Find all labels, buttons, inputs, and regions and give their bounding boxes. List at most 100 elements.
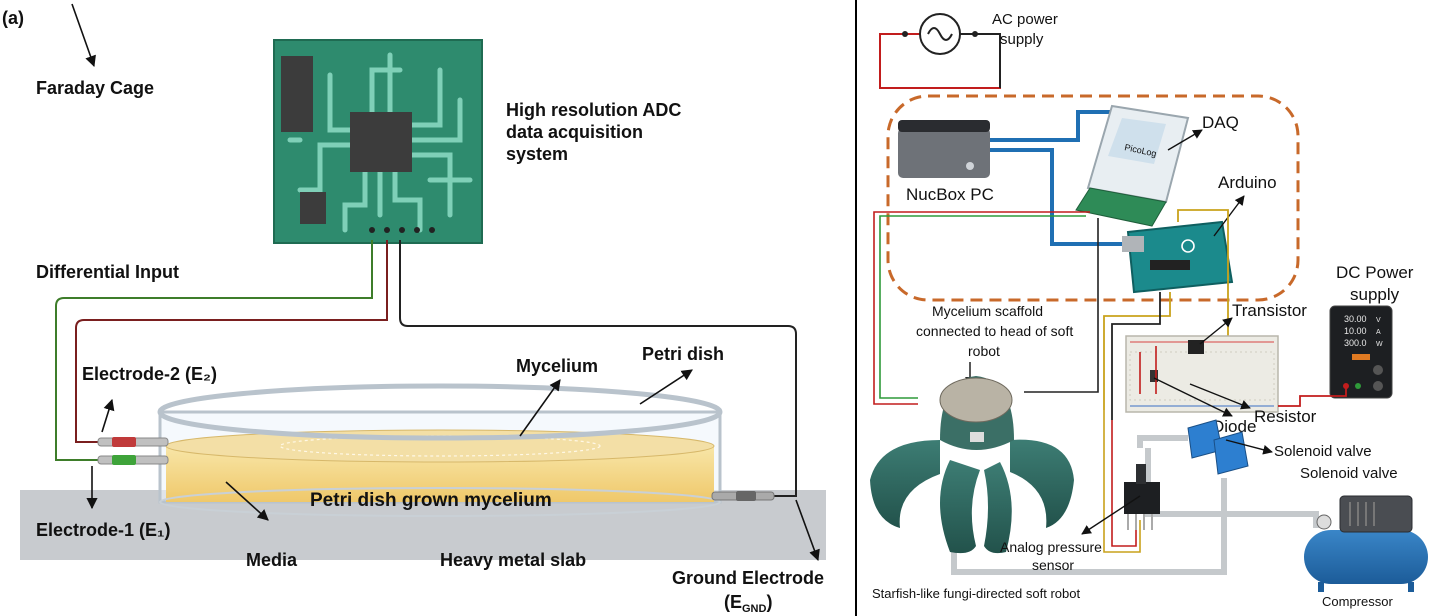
transistor-arrow xyxy=(1199,317,1233,345)
nucbox-logo-icon xyxy=(966,162,974,170)
adc-label-line2: data acquisition xyxy=(506,122,643,142)
diode-part xyxy=(1150,370,1158,382)
psu-terminal-red xyxy=(1343,383,1349,389)
electrode-2 xyxy=(97,437,169,447)
petri-dish-label: Petri dish xyxy=(642,344,724,364)
daq-wire-green xyxy=(879,215,1086,399)
ac-sine-icon xyxy=(927,27,953,41)
mycelium-surface xyxy=(165,429,715,463)
ac-node-left xyxy=(902,31,908,37)
robot-leg-right xyxy=(1010,439,1074,528)
compressor-foot-right xyxy=(1408,582,1414,592)
psu-readout-power: 300.0 xyxy=(1344,338,1367,348)
compressor-label: Compressor xyxy=(1322,594,1393,609)
dish-rim xyxy=(157,383,723,441)
ground-electrode xyxy=(711,491,775,501)
mycelium-arrow xyxy=(519,379,561,437)
daq-wire-red xyxy=(873,211,1090,405)
left-panel: (a) Faraday Cage xyxy=(2,3,826,615)
pressure-label-line2: sensor xyxy=(1032,557,1074,573)
mycelium-label: Mycelium xyxy=(516,356,598,376)
media-arrow xyxy=(225,481,269,521)
media-label: Media xyxy=(246,550,298,570)
dc-power-line1: DC Power xyxy=(1336,263,1414,282)
nucbox-label: NucBox PC xyxy=(906,185,994,204)
pcb-traces xyxy=(287,52,473,233)
electrode2-label: Electrode-2 (E₂) xyxy=(82,364,217,384)
solenoid-valves xyxy=(1187,419,1249,475)
ground-electrode-symbol: (EGND) xyxy=(724,592,772,615)
compressor-tank xyxy=(1304,530,1428,584)
compressor-foot-left xyxy=(1318,582,1324,592)
electrode2-arrow xyxy=(101,398,115,433)
usb-cable-daq xyxy=(990,110,1124,142)
psu-wire xyxy=(1278,388,1347,407)
psu-body xyxy=(1329,305,1393,399)
solenoid-arrow xyxy=(1225,439,1273,455)
daq-label: DAQ xyxy=(1202,113,1239,132)
arduino-body xyxy=(1126,220,1234,294)
arduino-logo-icon xyxy=(1181,239,1195,253)
sensor-port xyxy=(1136,464,1146,484)
nucbox-top xyxy=(898,120,990,132)
sensor-body xyxy=(1124,482,1160,514)
chip-small xyxy=(300,192,326,224)
wire-green xyxy=(55,240,373,461)
robot-mycelium-scaffold xyxy=(939,377,1013,423)
petri-dish xyxy=(157,383,723,517)
scaffold-label-line2: connected to head of soft xyxy=(916,323,1073,339)
daq-arrow xyxy=(1167,129,1203,151)
usb-cable-arduino xyxy=(990,148,1126,246)
sensor-wire-red xyxy=(1111,420,1137,547)
starfish-robot xyxy=(870,376,1074,554)
psu-unit-power: W xyxy=(1376,341,1383,348)
psu-readout-current: 10.00 xyxy=(1344,326,1367,336)
scaffold-label-line3: robot xyxy=(968,343,1000,359)
grown-mycelium-label: Petri dish grown mycelium xyxy=(310,490,552,511)
ac-power-line1: AC power xyxy=(992,11,1058,28)
transistor-label: Transistor xyxy=(1232,301,1307,320)
adc-label-line3: system xyxy=(506,144,568,164)
ac-power-line2: supply xyxy=(1000,31,1044,48)
wire-red xyxy=(75,240,388,443)
air-tube-compressor xyxy=(1145,448,1319,528)
panel-tag: (a) xyxy=(2,8,24,28)
ac-wire-black xyxy=(960,33,1001,88)
daq-terminal-board xyxy=(1075,187,1167,227)
pressure-sensor xyxy=(1124,464,1160,530)
psu-terminal-green xyxy=(1355,383,1361,389)
dc-power-supply: 30.00 V 10.00 A 300.0 W xyxy=(1329,305,1393,399)
diode-label: Diode xyxy=(1212,417,1256,436)
mycelium-hyphae xyxy=(279,435,601,457)
arduino-wire-yellow-2 xyxy=(1103,292,1171,410)
nucbox-body xyxy=(898,128,990,178)
compressor-fins xyxy=(1349,502,1375,526)
solenoid-valve-2-body xyxy=(1213,431,1249,475)
robot-connector xyxy=(970,432,984,442)
arduino-chip xyxy=(1150,260,1190,270)
psu-unit-current: A xyxy=(1376,329,1381,336)
arduino-wire-black xyxy=(1111,292,1161,420)
solenoid-label-2: Solenoid valve xyxy=(1300,465,1398,482)
pcb-pins xyxy=(369,227,435,233)
robot-leg-left xyxy=(870,440,940,528)
psu-unit-voltage: V xyxy=(1376,317,1381,324)
breadboard xyxy=(1125,335,1279,413)
arduino-label: Arduino xyxy=(1218,173,1277,192)
right-panel: AC power supply NucBox PC PicoLog DAQ xyxy=(870,11,1428,609)
faraday-arrow xyxy=(71,3,96,68)
electrode-1 xyxy=(97,455,169,465)
heavy-metal-slab-label: Heavy metal slab xyxy=(440,550,586,570)
psu-knob-bottom xyxy=(1373,381,1383,391)
ac-node-right xyxy=(972,31,978,37)
arduino-arrow xyxy=(1213,195,1245,237)
nucbox-pc xyxy=(898,120,990,178)
solenoid-label-1: Solenoid valve xyxy=(1274,443,1372,460)
breadboard-jumper-red xyxy=(1139,346,1157,394)
compressor-gauge-icon xyxy=(1316,514,1332,530)
arduino-usb-port xyxy=(1122,236,1144,252)
robot-leg-front-right xyxy=(984,462,1012,554)
pressure-arrow xyxy=(1081,495,1141,535)
dc-power-line2: supply xyxy=(1350,285,1400,304)
robot-caption: Starfish-like fungi-directed soft robot xyxy=(872,586,1080,601)
